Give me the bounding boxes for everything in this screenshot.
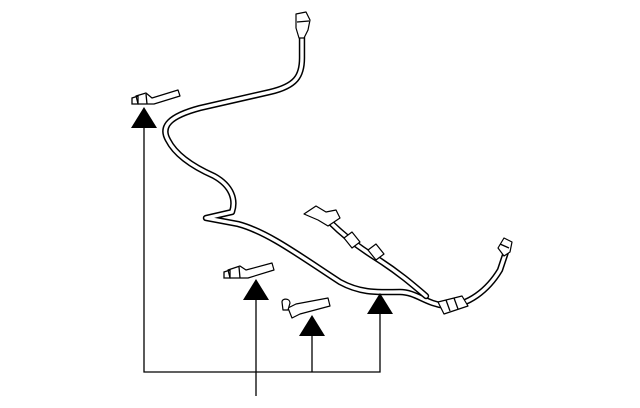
- callout-arrow-icon: [367, 293, 393, 314]
- cable-end-fitting-right: [497, 237, 513, 257]
- cable-boot: [437, 295, 469, 315]
- side-cable: [303, 205, 430, 300]
- cable-sleeve: [343, 231, 361, 249]
- mounting-bracket: [303, 205, 341, 227]
- clip-1: [131, 89, 181, 105]
- clip-3: [281, 297, 331, 319]
- callout-leaders: [143, 128, 381, 396]
- cable-end-fitting-top: [295, 11, 311, 39]
- callout-arrows: [131, 107, 393, 336]
- cable-sleeve-2: [367, 243, 385, 261]
- callout-arrow-icon: [131, 107, 157, 128]
- callout-arrow-icon: [299, 315, 325, 336]
- main-cable: [162, 11, 513, 315]
- clip-2: [223, 262, 275, 279]
- callout-arrow-icon: [243, 279, 269, 300]
